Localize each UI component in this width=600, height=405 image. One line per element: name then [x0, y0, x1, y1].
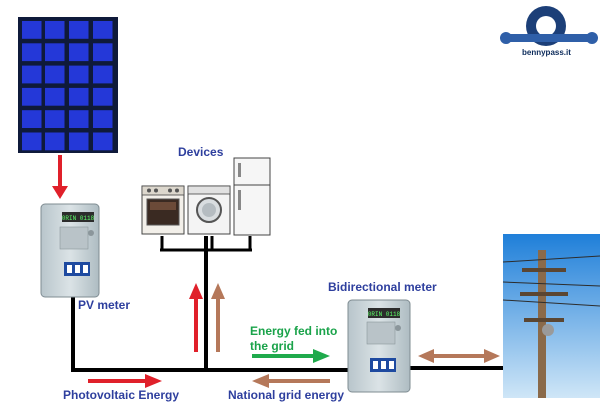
solar-cell — [22, 110, 42, 128]
washing-machine-icon — [187, 185, 231, 235]
bidirectional-meter: 0RIN 0118 — [347, 299, 411, 393]
solar-cell — [93, 65, 113, 84]
solar-cell — [22, 132, 42, 151]
utility-pole-image — [502, 234, 600, 398]
solar-cell — [69, 65, 89, 84]
solar-cell — [45, 43, 65, 62]
solar-cell — [69, 87, 89, 106]
red-up-arrow — [189, 283, 203, 352]
solar-cell — [93, 132, 113, 151]
pv-meter-label: PV meter — [78, 298, 131, 312]
wiring — [71, 236, 505, 372]
bidirectional-brown-arrow — [418, 349, 500, 363]
gear-wrench-icon — [500, 6, 598, 46]
national-grid-energy-label: National grid energy — [228, 388, 345, 402]
energy-fed-green-arrow — [252, 349, 330, 363]
bidirectional-meter-label: Bidirectional meter — [328, 280, 437, 294]
solar-cell — [69, 132, 89, 151]
solar-cell — [45, 110, 65, 128]
solar-cell — [45, 65, 65, 84]
pv-meter: 0RIN 0118 — [40, 203, 100, 298]
solar-cell — [93, 110, 113, 128]
solar-cell — [93, 21, 113, 39]
brown-up-arrow — [211, 283, 225, 352]
solar-cell — [69, 43, 89, 62]
solar-panel — [18, 17, 118, 153]
solar-cell — [45, 21, 65, 39]
solar-cell — [93, 87, 113, 106]
energy-fed-label-line1: Energy fed into — [250, 324, 338, 338]
solar-cell — [69, 110, 89, 128]
pv-meter-display: 0RIN 0118 — [62, 215, 95, 222]
photovoltaic-energy-label: Photovoltaic Energy — [63, 388, 180, 402]
energy-fed-label-line2: the grid — [250, 339, 294, 353]
logo-text: bennypass.it — [522, 48, 571, 57]
solar-cell — [45, 132, 65, 151]
photovoltaic-energy-red-arrow — [88, 374, 162, 388]
refrigerator-icon — [233, 157, 271, 236]
bidirectional-meter-display: 0RIN 0118 — [368, 311, 401, 318]
pv-down-arrow — [52, 155, 68, 199]
solar-cell — [45, 87, 65, 106]
solar-cell — [22, 21, 42, 39]
solar-cell — [93, 43, 113, 62]
solar-cell — [22, 43, 42, 62]
solar-cell — [22, 65, 42, 84]
solar-cell — [22, 87, 42, 106]
oven-icon — [141, 185, 185, 235]
solar-cell — [69, 21, 89, 39]
devices-label: Devices — [178, 145, 224, 159]
national-grid-brown-arrow — [252, 374, 330, 388]
